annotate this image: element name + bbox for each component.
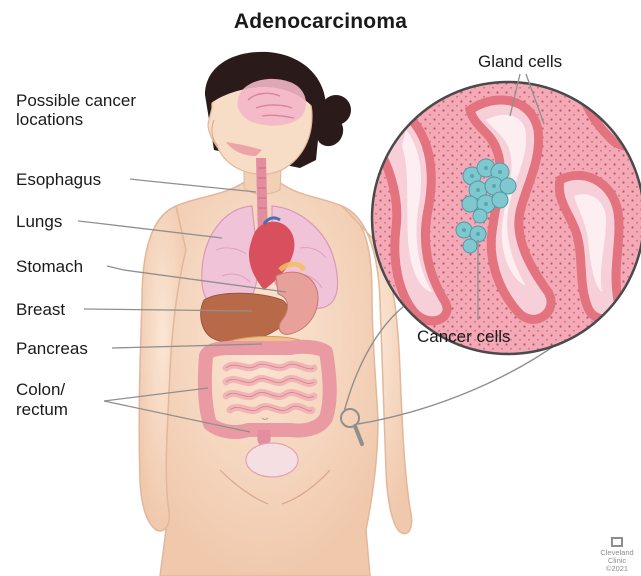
- bladder-organ: [246, 443, 298, 477]
- lungs-label: Lungs: [16, 212, 62, 231]
- logo-line3: ©2021: [595, 565, 639, 573]
- colon-label-line2: rectum: [16, 400, 68, 419]
- possible-locations-label-line2: locations: [16, 110, 83, 129]
- stomach-label: Stomach: [16, 257, 83, 276]
- colon-label-line1: Colon/: [16, 380, 65, 399]
- breast-label: Breast: [16, 300, 65, 319]
- diagram-title: Adenocarcinoma: [0, 10, 641, 34]
- cleveland-clinic-logo: Cleveland Clinic ©2021: [595, 537, 639, 573]
- esophagus-label: Esophagus: [16, 170, 101, 189]
- gland-cells-label: Gland cells: [478, 52, 562, 71]
- logo-mark-icon: [611, 537, 623, 547]
- cancer-cells-label: Cancer cells: [417, 327, 511, 346]
- possible-locations-label-line1: Possible cancer: [16, 91, 136, 110]
- pancreas-label: Pancreas: [16, 339, 88, 358]
